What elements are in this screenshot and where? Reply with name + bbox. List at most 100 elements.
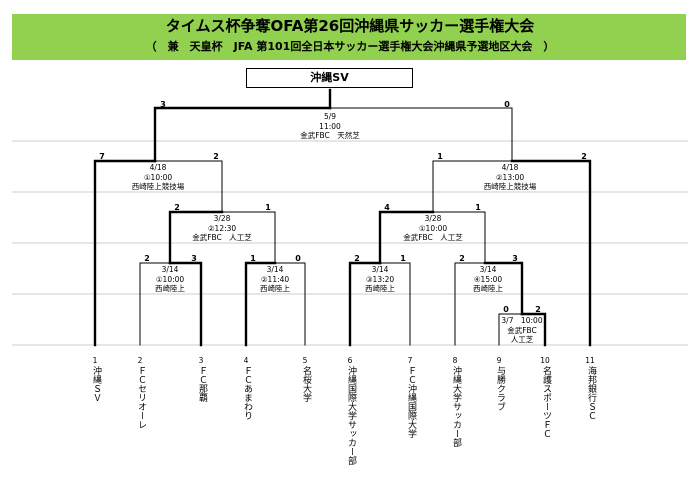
match-date: 4/18 — [149, 163, 167, 172]
team-name: ＦＣあまわり — [242, 366, 252, 420]
team-name: ＦＣセリオーレ — [136, 366, 146, 429]
team-number: 5 — [302, 356, 308, 365]
final-right-arm — [329, 107, 513, 162]
r1c-left-arm — [348, 261, 382, 347]
qf-right-right-arm — [432, 211, 486, 264]
r1c-score-right: 1 — [400, 254, 406, 263]
match-time: ③13:20 — [365, 274, 395, 284]
match-venue: 西崎陸上 — [473, 284, 503, 293]
final-left-arm — [153, 106, 332, 163]
match-date: 3/14 — [161, 265, 179, 274]
tournament-title: タイムス杯争奪OFA第26回沖縄県サッカー選手権大会 — [165, 17, 535, 35]
tournament-subtitle: （ 兼 天皇杯 JFA 第101回全日本サッカー選手権大会沖縄県予選地区大会 ） — [145, 40, 555, 53]
team-name: 名護スポーツＦＣ — [541, 366, 551, 438]
team-name: 名桜大学 — [301, 366, 311, 402]
r0-info: 3/7 10:00 金武FBC 人工芝 — [501, 316, 542, 345]
r1b-right-arm — [274, 262, 306, 346]
team-number: 2 — [137, 356, 143, 365]
match-venue: 金武FBC 天然芝 — [300, 131, 360, 140]
qf-left-score-left: 2 — [174, 203, 180, 212]
team-number: 10 — [540, 356, 550, 365]
match-venue: 金武FBC — [507, 325, 537, 335]
qf-right-info: 3/28 ①10:00 金武FBC 人工芝 — [403, 214, 463, 243]
title-banner — [12, 14, 686, 60]
qf-right-score-left: 4 — [384, 203, 390, 212]
match-time: 11:00 — [319, 121, 341, 131]
match-date-time: 3/7 10:00 — [501, 316, 542, 326]
r0-left-arm — [498, 313, 523, 346]
qf-left-right-arm — [221, 211, 276, 264]
team-number: 7 — [407, 356, 413, 365]
match-time: ②12:30 — [207, 223, 237, 233]
match-venue: 西崎陸上 — [260, 284, 290, 293]
sf-right-score-left: 1 — [437, 152, 443, 161]
match-venue: 西崎陸上競技場 — [131, 182, 185, 191]
r1d-right-arm — [483, 261, 524, 316]
r1a-info: 3/14 ①10:00 西崎陸上 — [155, 265, 185, 294]
r1c-score-left: 2 — [354, 254, 360, 263]
r1b-score-right: 0 — [295, 254, 301, 263]
qf-right-score-right: 1 — [475, 203, 481, 212]
team-name: 与勝クラブ — [495, 366, 505, 411]
team-name: 沖縄国際大学サッカー部 — [346, 366, 356, 465]
final-info: 5/9 11:00 金武FBC 天然芝 — [300, 112, 360, 141]
sf-right-score-right: 2 — [581, 152, 587, 161]
qf-left-left-arm — [168, 210, 224, 265]
r0-score-right: 2 — [535, 305, 541, 314]
champion-box: 沖縄SV — [246, 68, 413, 88]
r1a-score-right: 3 — [191, 254, 197, 263]
qf-left-info: 3/28 ②12:30 金武FBC 人工芝 — [192, 214, 252, 243]
sf-left-left-arm — [93, 159, 157, 347]
r1b-left-arm — [244, 261, 277, 347]
team-number: 11 — [585, 356, 595, 365]
match-date: 4/18 — [501, 163, 519, 172]
sf-left-score-right: 2 — [213, 152, 219, 161]
match-date: 3/14 — [266, 265, 284, 274]
r1c-right-arm — [379, 262, 411, 346]
match-date: 3/7 — [501, 316, 514, 325]
r1d-info: 3/14 ④15:00 西崎陸上 — [473, 265, 503, 294]
match-time: ①10:00 — [418, 223, 448, 233]
team-name: 沖縄大学サッカー部 — [451, 366, 461, 447]
team-number: 6 — [347, 356, 353, 365]
match-time: ②13:00 — [495, 172, 525, 182]
match-time: ①10:00 — [143, 172, 173, 182]
match-venue: 金武FBC 人工芝 — [192, 233, 252, 242]
match-date: 5/9 — [323, 112, 337, 121]
r1a-score-left: 2 — [144, 254, 150, 263]
match-date: 3/14 — [371, 265, 389, 274]
sf-left-info: 4/18 ①10:00 西崎陸上競技場 — [132, 163, 185, 192]
final-score-left: 3 — [160, 100, 166, 109]
match-venue: 西崎陸上競技場 — [483, 182, 537, 191]
match-venue: 西崎陸上 — [155, 284, 185, 293]
r1b-info: 3/14 ②11:40 西崎陸上 — [260, 265, 290, 294]
r1a-right-arm — [168, 261, 203, 347]
match-venue: 西崎陸上 — [365, 284, 395, 293]
team-number: 9 — [496, 356, 502, 365]
match-date: 3/28 — [213, 214, 231, 223]
match-time: ④15:00 — [473, 274, 503, 284]
r1c-info: 3/14 ③13:20 西崎陸上 — [365, 265, 395, 294]
team-name: ＦＣ那覇 — [197, 366, 207, 402]
qf-right-left-arm — [378, 210, 435, 265]
match-venue: 金武FBC 人工芝 — [403, 233, 463, 242]
sf-right-info: 4/18 ②13:00 西崎陸上競技場 — [484, 163, 537, 192]
team-number: 1 — [92, 356, 98, 365]
match-time: ②11:40 — [260, 274, 290, 284]
r1d-score-left: 2 — [459, 254, 465, 263]
r1d-score-right: 3 — [512, 254, 518, 263]
final-score-right: 0 — [504, 100, 510, 109]
team-number: 8 — [452, 356, 458, 365]
sf-right-left-arm — [432, 160, 513, 213]
r0-score-left: 0 — [503, 305, 509, 314]
r1d-left-arm — [454, 262, 486, 346]
qf-left-score-right: 1 — [265, 203, 271, 212]
r1a-left-arm — [139, 262, 171, 346]
team-number: 3 — [198, 356, 204, 365]
match-venue: 人工芝 — [510, 335, 534, 344]
sf-left-score-left: 7 — [99, 152, 105, 161]
match-time: 10:00 — [520, 316, 543, 325]
match-date: 3/14 — [479, 265, 497, 274]
team-name: ＦＣ沖縄国際大学 — [406, 366, 416, 438]
